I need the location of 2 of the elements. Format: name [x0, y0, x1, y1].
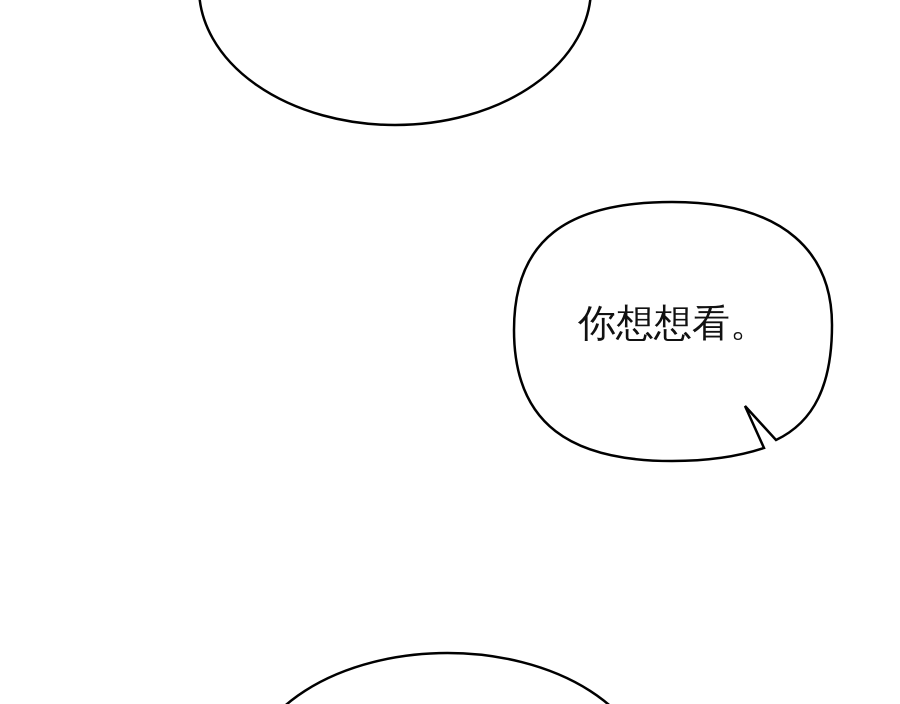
speech-bubble	[512, 200, 834, 463]
speech-text: 你想想看。	[578, 300, 768, 347]
